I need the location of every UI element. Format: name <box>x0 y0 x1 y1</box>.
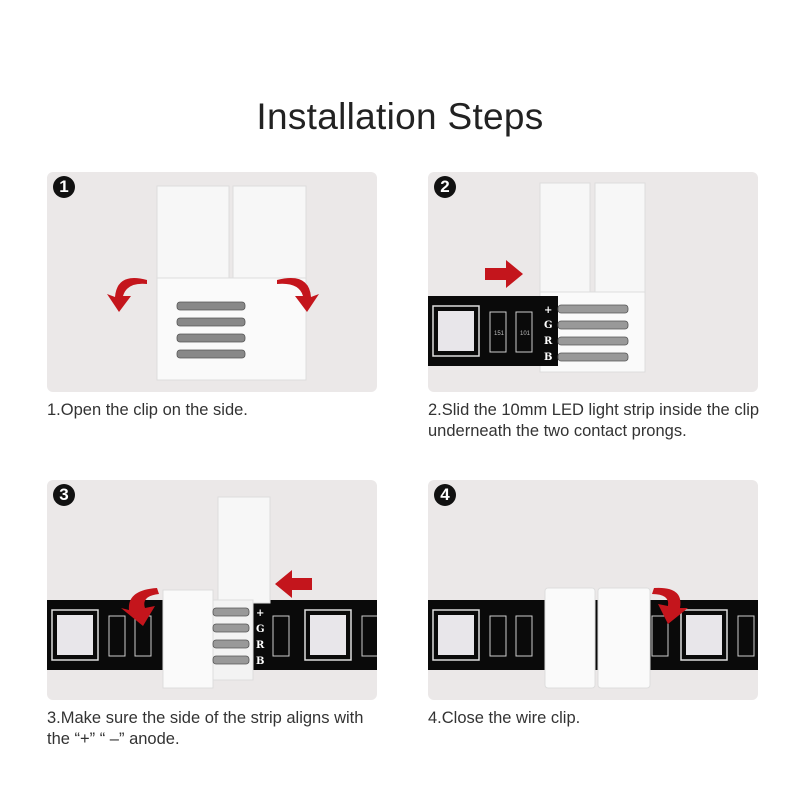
rotate-left-arrow-icon <box>107 278 147 312</box>
arrow-right-icon <box>485 260 523 288</box>
led-strip: 151 101 + G R B <box>428 296 558 366</box>
pin-label-g: G <box>544 320 553 331</box>
step-2-caption: 2.Slid the 10mm LED light strip inside t… <box>428 401 760 440</box>
step-4-panel: 4 <box>428 480 758 700</box>
step-number-badge: 2 <box>434 176 456 198</box>
step-number-badge: 4 <box>434 484 456 506</box>
arrow-left-icon <box>275 570 312 598</box>
pin-label-plus: + <box>256 608 264 619</box>
pin-label-g: G <box>256 624 265 635</box>
clip-closed <box>544 587 651 689</box>
step-number-badge: 1 <box>53 176 75 198</box>
page-title: Installation Steps <box>256 96 544 137</box>
pin-label-r: R <box>256 640 265 651</box>
contact-prongs <box>557 304 629 362</box>
step-4-illustration <box>428 587 758 689</box>
step-1-panel: 1 <box>47 172 377 392</box>
step-2-illustration: 151 101 + G R B <box>428 182 646 373</box>
rotate-arrow-icon <box>121 588 159 626</box>
pin-label-b: B <box>544 352 552 363</box>
step-number-badge: 3 <box>53 484 75 506</box>
pin-label-b: B <box>256 656 264 667</box>
step-3-illustration: + G R B <box>47 496 377 689</box>
step-1-caption: 1.Open the clip on the side. <box>47 401 248 419</box>
step-4-caption: 4.Close the wire clip. <box>428 709 581 727</box>
resistor-label: 101 <box>520 331 531 337</box>
step-3-caption: 3.Make sure the side of the strip aligns… <box>47 709 364 748</box>
step-3-panel: + G R B 3 <box>47 480 377 700</box>
rotate-right-arrow-icon <box>277 278 319 312</box>
rotate-arrow-icon <box>652 587 688 624</box>
pin-label-r: R <box>544 336 553 347</box>
clip-open <box>156 185 307 381</box>
pin-label-plus: + <box>544 305 552 316</box>
step-1-illustration <box>107 185 319 381</box>
step-2-panel: 151 101 + G R B 2 <box>428 172 758 392</box>
resistor-label: 151 <box>494 331 505 337</box>
